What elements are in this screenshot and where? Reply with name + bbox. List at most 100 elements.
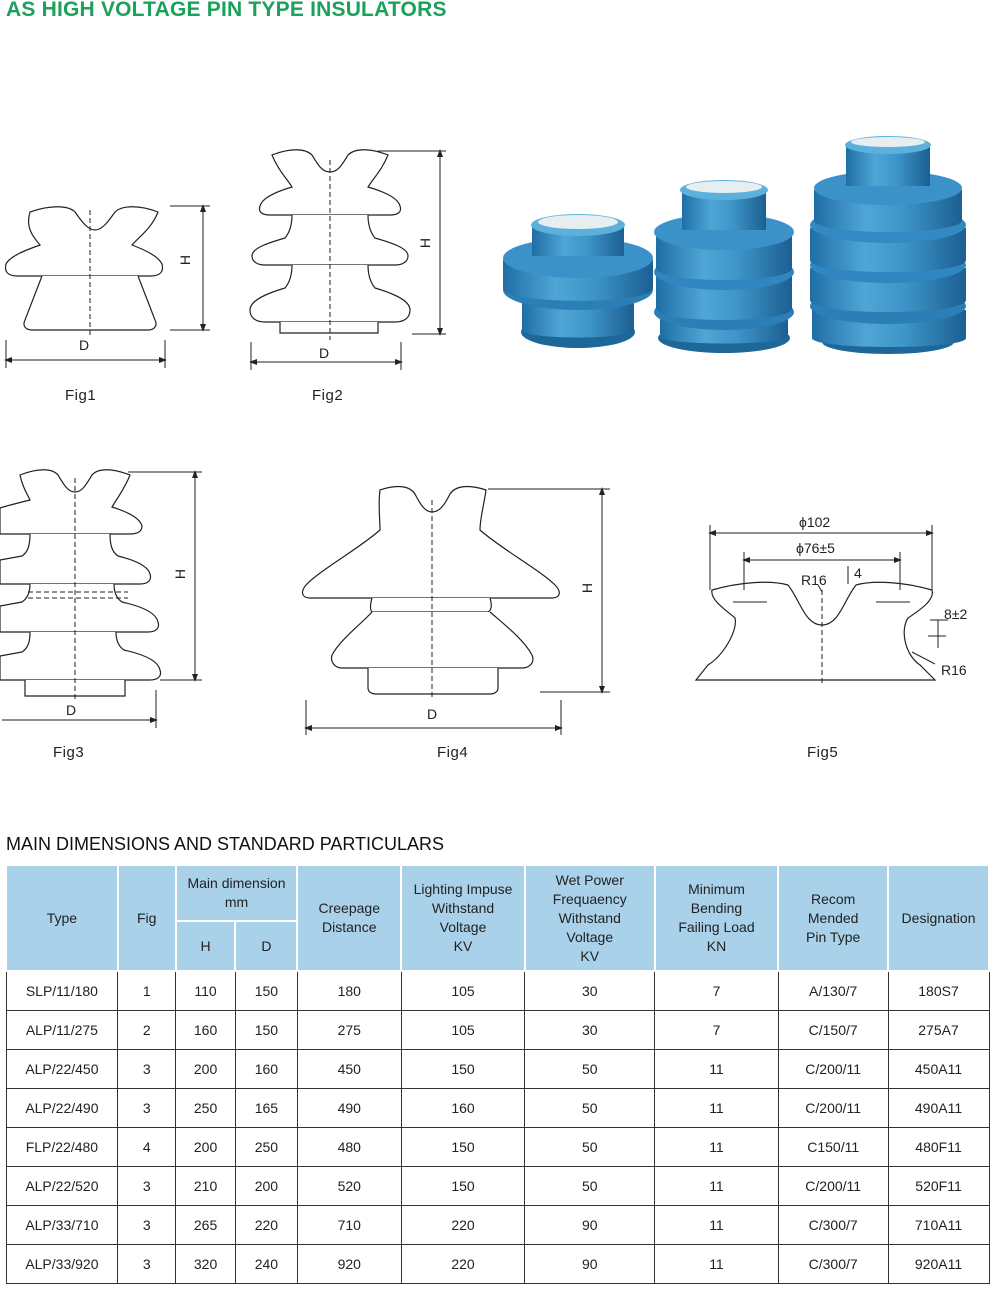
fig2-caption: Fig2: [312, 387, 344, 404]
cell-h: 210: [175, 1166, 236, 1206]
cell-type: ALP/33/920: [5, 1244, 119, 1284]
cell-lighting-impulse: 160: [400, 1088, 526, 1128]
cell-type: ALP/22/490: [5, 1088, 119, 1128]
cell-h: 200: [175, 1127, 236, 1167]
header-creepage-line1: Creepage: [318, 900, 381, 916]
cell-lighting-impulse: 220: [400, 1244, 526, 1284]
cell-wet-power: 50: [524, 1088, 656, 1128]
fig4-diameter-label: D: [427, 706, 438, 722]
blue-porcelain-insulators-photo: [503, 136, 966, 354]
header-wet-line3: Withstand: [558, 909, 621, 926]
cell-type: ALP/22/450: [5, 1049, 119, 1089]
cell-wet-power: 50: [524, 1127, 656, 1167]
header-wet-power: Wet Power Frequaency Withstand Voltage K…: [523, 864, 656, 972]
fig5-depth-label: 4: [854, 565, 862, 581]
fig3-drawing: [0, 469, 162, 697]
cell-d: 160: [234, 1049, 298, 1089]
large-insulator-icon: [810, 136, 966, 354]
fig5-bottom-radius-label: R16: [941, 662, 967, 678]
cell-bending-load: 11: [654, 1166, 779, 1206]
cell-wet-power: 30: [524, 970, 656, 1011]
cell-h: 320: [175, 1244, 236, 1284]
header-bending-line1: Minimum: [688, 881, 745, 897]
fig3-caption: Fig3: [53, 744, 85, 761]
fig3-diameter-label: D: [66, 702, 77, 718]
cell-creepage: 480: [296, 1127, 402, 1167]
header-wet-line2: Frequaency: [552, 890, 627, 907]
technical-drawings: [0, 149, 948, 735]
fig3-height-label: H: [172, 568, 189, 580]
cell-h: 250: [175, 1088, 236, 1128]
header-pin-line2: Mended: [807, 909, 859, 926]
cell-h: 110: [175, 970, 236, 1011]
header-bending-load: Minimum Bending Failing Load KN: [653, 864, 780, 972]
cell-creepage: 920: [296, 1244, 402, 1284]
cell-pin-type: C/300/7: [777, 1244, 889, 1284]
cell-wet-power: 50: [524, 1166, 656, 1206]
cell-bending-load: 11: [654, 1127, 779, 1167]
cell-wet-power: 90: [524, 1205, 656, 1245]
header-lighting-impulse: Lighting Impuse Withstand Voltage KV: [400, 864, 526, 972]
cell-designation: 520F11: [887, 1166, 990, 1206]
cell-lighting-impulse: 150: [400, 1166, 526, 1206]
cell-lighting-impulse: 150: [400, 1049, 526, 1089]
fig4-caption: Fig4: [437, 744, 469, 761]
cell-bending-load: 11: [654, 1049, 779, 1089]
header-main-dimension-label: Main dimension: [187, 875, 286, 891]
header-d: D: [234, 920, 299, 972]
cell-designation: 275A7: [887, 1010, 990, 1050]
cell-creepage: 490: [296, 1088, 402, 1128]
header-lighting-line4: KV: [453, 938, 473, 954]
header-bending-line2: Bending: [690, 900, 743, 916]
header-bending-line4: KN: [706, 938, 727, 954]
fig5-inner-diameter-label: ϕ76±5: [796, 540, 835, 556]
cell-fig: 3: [117, 1088, 177, 1128]
fig5-caption: Fig5: [807, 744, 839, 761]
cell-d: 240: [234, 1244, 298, 1284]
cell-d: 150: [234, 970, 298, 1011]
cell-bending-load: 7: [654, 970, 779, 1011]
header-h: H: [174, 920, 237, 972]
cell-designation: 450A11: [887, 1049, 990, 1089]
fig4-drawing: [301, 485, 560, 695]
cell-designation: 490A11: [887, 1088, 990, 1128]
cell-h: 200: [175, 1049, 236, 1089]
fig4-height-label: H: [579, 582, 596, 594]
fig2-diameter-label: D: [319, 345, 330, 361]
cell-pin-type: C/200/11: [777, 1166, 889, 1206]
cell-designation: 710A11: [887, 1205, 990, 1245]
header-creepage-line2: Distance: [322, 919, 377, 935]
small-insulator-icon: [503, 214, 653, 348]
cell-creepage: 520: [296, 1166, 402, 1206]
cell-h: 160: [175, 1010, 236, 1050]
section-title: MAIN DIMENSIONS AND STANDARD PARTICULARS: [6, 834, 445, 854]
cell-lighting-impulse: 150: [400, 1127, 526, 1167]
cell-d: 200: [234, 1166, 298, 1206]
cell-bending-load: 11: [654, 1244, 779, 1284]
cell-creepage: 180: [296, 970, 402, 1011]
cell-designation: 920A11: [887, 1244, 990, 1284]
cell-d: 250: [234, 1127, 298, 1167]
cell-fig: 2: [117, 1010, 177, 1050]
fig5-outer-diameter-label: ϕ102: [799, 514, 831, 530]
cell-designation: 180S7: [887, 970, 990, 1011]
cell-pin-type: C150/11: [777, 1127, 889, 1167]
header-main-dimension-unit: mm: [224, 894, 249, 910]
cell-bending-load: 11: [654, 1088, 779, 1128]
header-lighting-line1: Lighting Impuse: [413, 881, 513, 897]
fig1-diameter-label: D: [79, 337, 90, 353]
fig5-top-radius-label: R16: [801, 572, 827, 588]
header-fig: Fig: [116, 864, 177, 972]
cell-d: 150: [234, 1010, 298, 1050]
cell-creepage: 710: [296, 1205, 402, 1245]
cell-fig: 3: [117, 1244, 177, 1284]
cell-pin-type: C/200/11: [777, 1088, 889, 1128]
cell-designation: 480F11: [887, 1127, 990, 1167]
cell-pin-type: C/300/7: [777, 1205, 889, 1245]
cell-lighting-impulse: 220: [400, 1205, 526, 1245]
